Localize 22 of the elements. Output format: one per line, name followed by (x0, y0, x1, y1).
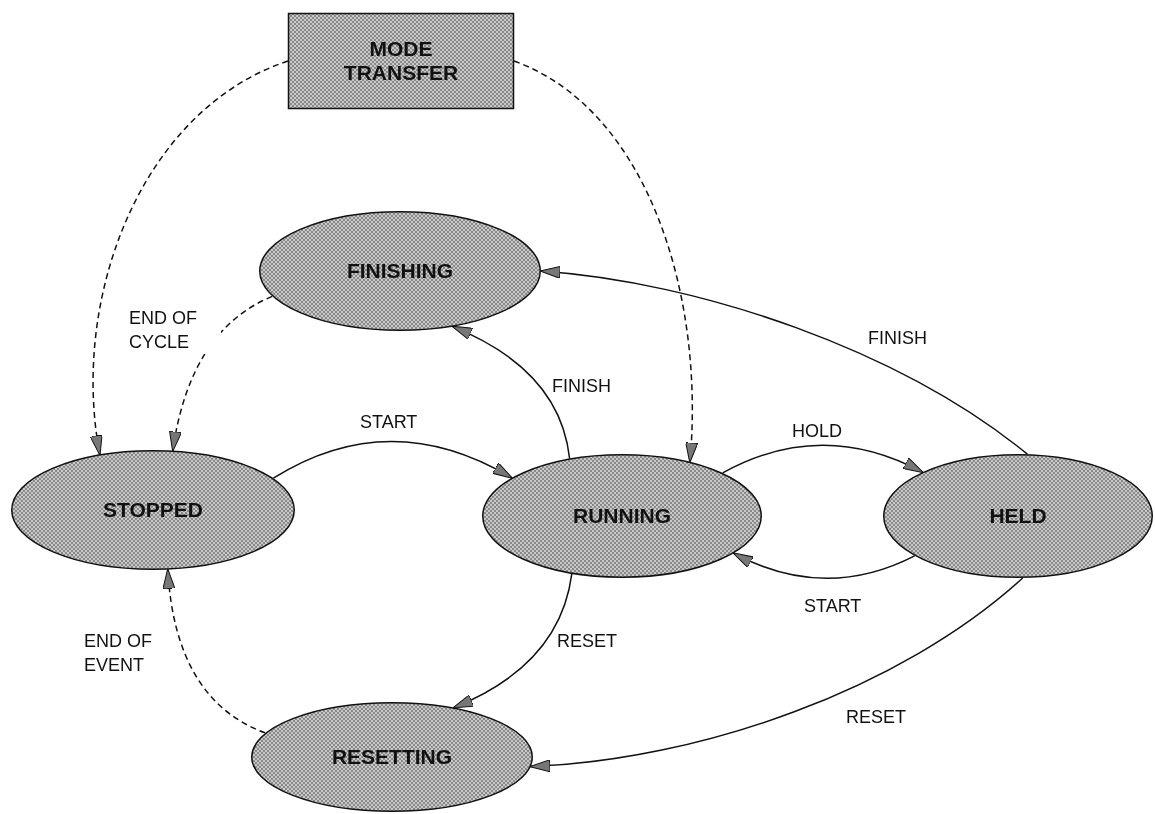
state-label: RESETTING (330, 745, 454, 769)
state-ellipse (251, 702, 533, 812)
transition-arrow (529, 577, 1024, 772)
state-label: MODE TRANSFER (342, 37, 460, 85)
state-label: RUNNING (572, 504, 672, 528)
dashed-arrow (513, 60, 698, 464)
state-label: HELD (988, 504, 1048, 528)
state-ellipse (482, 454, 762, 578)
transition-arrow (272, 440, 514, 479)
dashed-arrow (90, 60, 289, 456)
transition-arrow (732, 552, 916, 580)
state-ellipse (259, 211, 541, 331)
state-ellipse (11, 450, 295, 570)
transition-arrow (721, 444, 924, 474)
transition-arrow (451, 325, 571, 460)
dashed-arrow (169, 295, 273, 453)
state-label: STOPPED (102, 498, 204, 522)
mode-box (288, 13, 514, 109)
dashed-arrow (162, 568, 267, 734)
state-ellipse (883, 454, 1153, 578)
state-label: FINISHING (345, 259, 455, 283)
transition-arrow (452, 573, 573, 709)
